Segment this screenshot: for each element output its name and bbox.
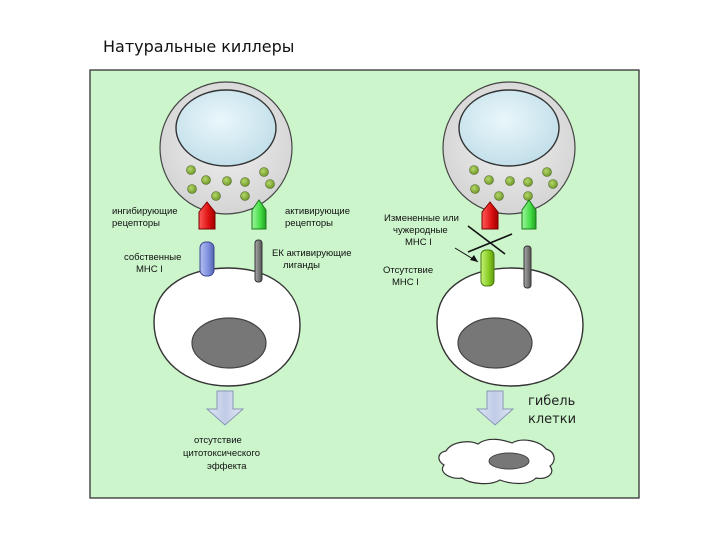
granule [494,191,504,201]
altered-mhc-right [480,249,495,287]
granule [240,177,250,187]
nk-nucleus-left [175,89,277,167]
dying-cell-nucleus [488,452,530,470]
granule [470,184,480,194]
label-right-outcome: гибель клетки [528,394,579,427]
right-scenario: Измененные или чужеродные МНС I Отсутств… [383,81,584,485]
granule [505,176,515,186]
granules-left [186,165,275,201]
block-cross-line [467,225,506,255]
label-activating-ligands: ЕК активирующие лиганды [272,248,354,271]
own-mhc-left [199,241,215,277]
ligand-right [523,245,532,289]
left-scenario: ингибирующие рецепторы активирующие реце… [112,81,354,472]
granule [222,176,232,186]
granule [265,179,275,189]
activating-ligand-left [254,239,263,283]
granules-right [469,165,558,201]
outcome-arrow-right [475,390,515,426]
inhibitory-receptor-left [198,201,216,230]
label-inhibitory-receptors: ингибирующие рецепторы [112,206,180,229]
label-activating-receptors: активирующие рецепторы [285,206,353,229]
granule [211,191,221,201]
granule [201,175,211,185]
target-nucleus-left [191,317,267,369]
label-absent-mhc: Отсутствие МНС I [383,265,436,288]
granule [187,184,197,194]
granule [523,191,533,201]
label-altered-mhc: Измененные или чужеродные МНС I [384,213,462,248]
outcome-arrow-left [205,390,245,426]
granule [542,167,552,177]
label-own-mhc: собственные МНС I [124,252,184,275]
granule [259,167,269,177]
activating-receptor-right [521,199,537,230]
block-cross-line [467,233,513,253]
slide-title: Натуральные киллеры [103,37,295,56]
granule [186,165,196,175]
granule [469,165,479,175]
granule [484,175,494,185]
target-nucleus-right [457,317,533,369]
nk-nucleus-right [458,89,560,167]
label-left-outcome: отсутствие цитотоксического эффекта [183,435,263,472]
granule [523,177,533,187]
granule [548,179,558,189]
pointer-arrow-head [470,255,478,262]
activating-receptor-left [251,199,267,230]
granule [240,191,250,201]
inhibitory-receptor-right [481,201,499,230]
